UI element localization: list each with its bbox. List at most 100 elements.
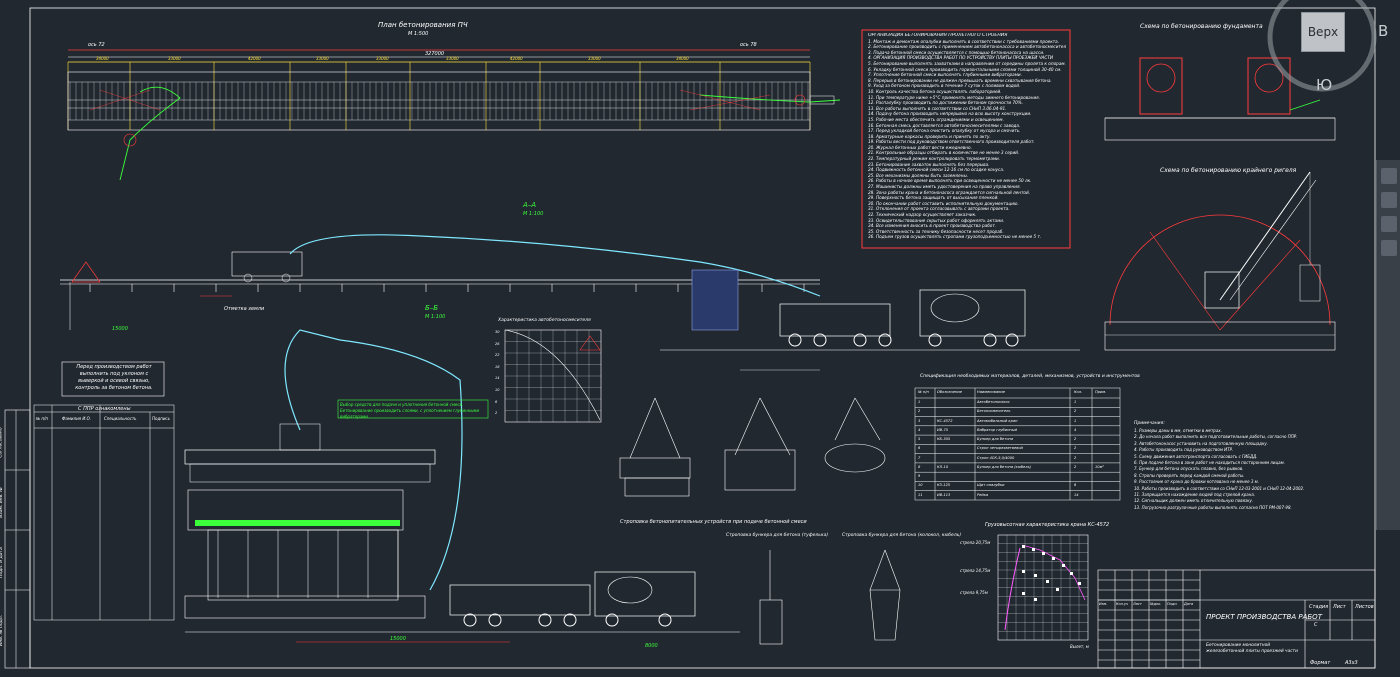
ppr-subtitle: Бетонирование монолитной железобетонной … [1206, 643, 1298, 654]
spec-header: № п/п [918, 390, 929, 394]
plan-view [67, 49, 841, 181]
spec-cell: Щит опалубки [977, 483, 1005, 488]
dim-segment: 42000 [510, 56, 523, 61]
crane-boom-1: стрела 20,75м [960, 540, 991, 545]
dim-bottom-bb: 15000 [390, 636, 406, 642]
navigation-bar[interactable] [1376, 160, 1400, 530]
note-line: 6. Укладку бетонной смеси производить го… [868, 66, 1062, 72]
crane-chart [997, 534, 1089, 641]
chart-y-tick: 14 [495, 376, 500, 381]
spec-header: Наименование [977, 390, 1005, 394]
left-table [33, 404, 175, 621]
crossbar-scheme [1104, 171, 1336, 351]
notes-frame [861, 29, 1071, 249]
spec-cell: 2 [918, 409, 921, 414]
requirement-line: 4. Работы производить под руководством И… [1134, 447, 1234, 453]
spec-cell: 14 [1074, 492, 1079, 497]
section-bb-title: Б–Б [425, 304, 439, 312]
stamp-col: Дата [1184, 602, 1194, 606]
note-line: 1. Монтаж и демонтаж опалубки выполнять … [868, 38, 1060, 44]
note-line: 3. Подача бетонной смеси осуществляется … [868, 49, 1045, 55]
spec-cell: 10м³ [1095, 464, 1104, 469]
spec-cell: Вибратор глубинный [977, 427, 1017, 432]
spec-cell: 5 [918, 437, 921, 442]
title-block [1097, 569, 1376, 669]
format-value: А3х3 [1345, 660, 1358, 666]
viewcube-face-top[interactable]: Верх [1301, 12, 1345, 52]
section-aa-scale: М 1:100 [523, 211, 544, 217]
plan-scale: М 1:500 [408, 31, 429, 37]
dim-segment: 33000 [168, 56, 181, 61]
note-line: 13. Все работы выполнять в соответствии … [868, 105, 1007, 111]
requirement-line: 9. Расстояние от крана до бровки котлова… [1134, 479, 1259, 485]
spec-cell: ИВ-75 [937, 427, 949, 432]
spec-cell: КБ-305 [937, 437, 951, 442]
note-line: 21. Контрольные образцы отбирать в колич… [868, 150, 1020, 156]
chart-y-tick: 18 [495, 364, 500, 369]
note-line: 12. Распалубку производить по достижении… [868, 100, 1024, 106]
spec-cell: 4 [1074, 427, 1077, 432]
left-table-header: Подпись [152, 416, 170, 421]
spec-cell: 1 [1074, 400, 1077, 404]
zoom-icon[interactable] [1381, 192, 1397, 208]
note-line: 4. ОРГАНИЗАЦИЯ ПРОИЗВОДСТВА РАБОТ ПО УСТ… [868, 55, 1054, 61]
section-bb [184, 329, 740, 643]
left-table-header: № п/п [36, 416, 49, 421]
note-line: 25. Все механизмы должны быть заземлены. [868, 172, 969, 178]
stamp-col: Кол.уч [1116, 602, 1129, 606]
note-line: 24. Подвижность бетонной смеси 12-16 см … [868, 167, 1005, 173]
spec-cell: Бункер для бетона (кюбель) [977, 464, 1032, 469]
dim-segment: 42000 [248, 56, 261, 61]
viewcube[interactable] [1265, 0, 1400, 130]
dim-segment: 33000 [446, 56, 459, 61]
spec-cell: ИВ-113 [937, 492, 951, 497]
orbit-icon[interactable] [1381, 216, 1397, 232]
stamp-col: Подп. [1167, 602, 1178, 606]
side-label: Взам. инв. № [0, 487, 4, 518]
spec-cell: 6 [1074, 483, 1077, 488]
side-label: Согласовано [0, 427, 4, 458]
binding-strip [4, 409, 31, 669]
dim-segment: 34000 [96, 56, 109, 61]
note-line: 28. Зона работы крана и бетононасоса огр… [868, 189, 1031, 195]
spec-cell: КС-4572 [937, 418, 953, 423]
stamp-col: Лист [1133, 602, 1142, 606]
spec-cell: 1 [918, 400, 921, 404]
compass-east[interactable]: В [1378, 22, 1389, 40]
dim-segment: 33000 [376, 56, 389, 61]
note-line: 23. Бетонирование захваток выполнять без… [868, 161, 990, 167]
spec-cell: Строп четырехветвевой [977, 446, 1023, 451]
sheets-label: Листов [1355, 604, 1374, 610]
compass-south[interactable]: Ю [1316, 76, 1333, 94]
requirement-line: 11. Запрещается нахождение людей под стр… [1134, 492, 1256, 498]
dim-segment: 33000 [316, 56, 329, 61]
note-line: 8. Перерыв в бетонировании не должен пре… [868, 77, 1052, 83]
crane-boom-3: стрела 9,75м [960, 590, 988, 595]
spec-cell: 1 [1074, 418, 1077, 423]
spec-header: Прим. [1095, 390, 1107, 394]
side-label: Инв. № подл. [0, 614, 5, 647]
stamp-col: №док. [1150, 602, 1162, 606]
note-line: 35. Ответственность за технику безопасно… [868, 228, 1004, 234]
showmotion-icon[interactable] [1381, 240, 1397, 256]
spec-cell: 10 [918, 483, 923, 488]
note-line: 30. По окончании работ составить исполни… [868, 200, 1019, 206]
spec-table-title: Спецификация необходимых материалов, дет… [920, 374, 1140, 379]
stage-value: С [1314, 622, 1318, 628]
note-line: 26. Работы в ночное время выполнять при … [868, 178, 1032, 184]
note-line: 14. Подачу бетона производить непрерывно… [868, 111, 1032, 117]
spec-cell: 11 [918, 492, 923, 497]
note-line: 5. Бетонирование выполнять захватками в … [868, 60, 1066, 66]
section-bb-scale: М 1:100 [425, 314, 446, 320]
note-line: 20. Журнал бетонных работ вести ежедневн… [868, 144, 972, 150]
sling-diagrams [619, 397, 901, 645]
note-line: 17. Перед укладкой бетона очистить опалу… [868, 128, 1021, 134]
spec-header: Кол. [1074, 390, 1083, 394]
spec-cell: 2 [1074, 455, 1077, 460]
pan-icon[interactable] [1381, 168, 1397, 184]
chart-y-tick: 6 [495, 399, 498, 404]
foundation-scheme [1104, 57, 1336, 141]
requirement-line: 5. Схему движения автотранспорта согласо… [1134, 453, 1258, 459]
requirement-line: 10. Работы производить в соответствии со… [1134, 485, 1305, 491]
